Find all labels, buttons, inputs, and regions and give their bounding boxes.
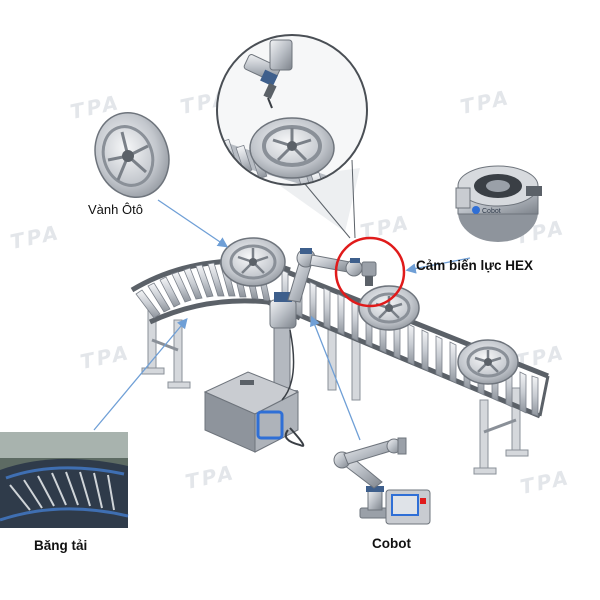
conveyor-photo [0, 432, 129, 528]
svg-text:Cobot: Cobot [482, 208, 501, 215]
conveyor-legs [141, 309, 529, 475]
zoom-callout [216, 34, 368, 239]
car-wheel-image [94, 112, 170, 198]
hex-sensor-image: Cobot [455, 165, 542, 242]
label-car-wheel: Vành Ôtô [88, 202, 143, 217]
label-conveyor: Băng tải [34, 538, 88, 553]
label-hex-force-sensor: Cảm biến lực HEX [416, 258, 534, 273]
pointer-arrows [93, 199, 471, 441]
label-cobot: Cobot [372, 536, 411, 551]
highlight-circle [334, 236, 406, 308]
cobot-photo [333, 437, 431, 525]
control-box [203, 329, 305, 453]
wheel-on-conveyor-3 [457, 339, 519, 385]
cobot-arm [266, 248, 377, 398]
wheel-on-conveyor-2 [358, 285, 420, 331]
wheel-on-conveyor-1 [220, 237, 286, 287]
